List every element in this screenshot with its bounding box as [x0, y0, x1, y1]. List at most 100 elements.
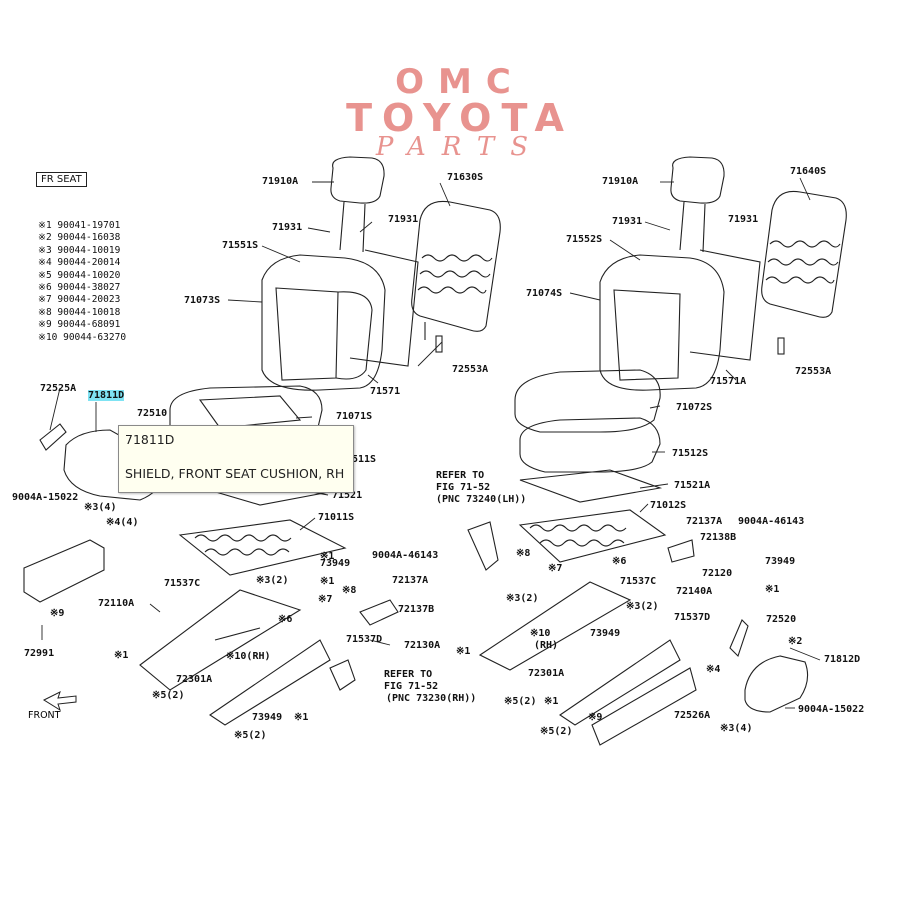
part-label-71931[interactable]: 71931: [728, 214, 759, 225]
part-label-72526a[interactable]: 72526A: [674, 710, 711, 721]
code-row: ※2 90044-16038: [38, 232, 121, 244]
part-label-71521[interactable]: 71521: [332, 490, 363, 501]
fastener-label: ※9: [588, 712, 603, 723]
part-label-71074s[interactable]: 71074S: [526, 288, 563, 299]
fastener-label: ※6: [612, 556, 627, 567]
part-tooltip: 71811D SHIELD, FRONT SEAT CUSHION, RH: [118, 425, 354, 493]
part-label-73949[interactable]: 73949: [320, 558, 351, 569]
part-label-71551s[interactable]: 71551S: [222, 240, 259, 251]
part-label-71512s[interactable]: 71512S: [672, 448, 709, 459]
part-label-72520[interactable]: 72520: [766, 614, 797, 625]
part-label-72137a[interactable]: 72137A: [686, 516, 723, 527]
part-label-71630s[interactable]: 71630S: [447, 172, 484, 183]
fastener-label: ※5(2): [234, 730, 267, 741]
fastener-label: ※1: [294, 712, 309, 723]
fastener-label: ※7: [548, 563, 563, 574]
fastener-label: ※1: [765, 584, 780, 595]
part-label-71011s[interactable]: 71011S: [318, 512, 355, 523]
part-label-72991[interactable]: 72991: [24, 648, 55, 659]
fastener-label: ※3(2): [256, 575, 289, 586]
part-label-71537c[interactable]: 71537C: [620, 576, 657, 587]
part-label-9004a-15022[interactable]: 9004A-15022: [12, 492, 79, 503]
part-label-72137a[interactable]: 72137A: [392, 575, 429, 586]
refer-note-link[interactable]: FIG 71-52: [436, 482, 491, 493]
part-label-71812d[interactable]: 71812D: [824, 654, 861, 665]
brand-logo-toyota: TOYOTA: [346, 96, 574, 140]
fastener-label: ※5(2): [540, 726, 573, 737]
part-label-71931[interactable]: 71931: [612, 216, 643, 227]
part-label-71537c[interactable]: 71537C: [164, 578, 201, 589]
part-label-71012s[interactable]: 71012S: [650, 500, 687, 511]
fastener-code-list: ※1 90041-19701 ※2 90044-16038 ※3 90044-1…: [38, 220, 126, 344]
fastener-label: ※3(2): [626, 601, 659, 612]
refer-note-line: (PNC 73240(LH)): [436, 494, 527, 505]
refer-note-line: (PNC 73230(RH)): [386, 693, 477, 704]
part-label-71571a[interactable]: 71571A: [710, 376, 747, 387]
fastener-label: ※5(2): [504, 696, 537, 707]
part-label-73949[interactable]: 73949: [252, 712, 283, 723]
code-row: ※6 90044-38027: [38, 282, 121, 294]
part-label-71521a[interactable]: 71521A: [674, 480, 711, 491]
fastener-label: ※3(4): [720, 723, 753, 734]
part-label-71910a[interactable]: 71910A: [602, 176, 639, 187]
refer-note-line: REFER TO: [436, 470, 485, 481]
fastener-label: ※1: [320, 551, 335, 562]
part-label-72130a[interactable]: 72130A: [404, 640, 441, 651]
fastener-label: ※3(2): [506, 593, 539, 604]
fastener-label: ※1: [114, 650, 129, 661]
part-label-73949[interactable]: 73949: [765, 556, 796, 567]
part-label-71552s[interactable]: 71552S: [566, 234, 603, 245]
part-label-72137b[interactable]: 72137B: [398, 604, 435, 615]
part-label-71511s[interactable]: 511S: [352, 454, 377, 465]
part-label-9004a-15022[interactable]: 9004A-15022: [798, 704, 865, 715]
fastener-label: ※10: [530, 628, 551, 639]
part-label-71537d[interactable]: 71537D: [674, 612, 711, 623]
part-label-71640s[interactable]: 71640S: [790, 166, 827, 177]
front-direction-label: FRONT: [28, 710, 61, 721]
fastener-label: ※4(4): [106, 517, 139, 528]
fastener-label: (RH): [534, 640, 559, 651]
part-label-72510[interactable]: 72510: [137, 408, 168, 419]
fastener-label: ※5(2): [152, 690, 185, 701]
tooltip-part-number: 71811D: [125, 432, 175, 447]
fastener-label: ※10(RH): [226, 651, 271, 662]
part-label-72140a[interactable]: 72140A: [676, 586, 713, 597]
part-label-72120[interactable]: 72120: [702, 568, 733, 579]
code-row: ※9 90044-68091: [38, 319, 121, 331]
refer-note-link[interactable]: FIG 71-52: [384, 681, 439, 692]
part-label-72553a[interactable]: 72553A: [795, 366, 832, 377]
fastener-label: ※1: [320, 576, 335, 587]
fastener-label: ※1: [544, 696, 559, 707]
part-label-72553a[interactable]: 72553A: [452, 364, 489, 375]
part-label-72525a[interactable]: 72525A: [40, 383, 77, 394]
part-label-71571[interactable]: 71571: [370, 386, 401, 397]
part-label-72110a[interactable]: 72110A: [98, 598, 135, 609]
fastener-label: ※7: [318, 594, 333, 605]
part-label-73949[interactable]: 73949: [590, 628, 621, 639]
brand-logo-omc: OMC: [395, 62, 525, 102]
part-label-9004a-46143[interactable]: 9004A-46143: [738, 516, 805, 527]
fastener-label: ※6: [278, 614, 293, 625]
fastener-label: ※3(4): [84, 502, 117, 513]
part-label-71073s[interactable]: 71073S: [184, 295, 221, 306]
part-label-71811d-highlighted[interactable]: 71811D: [88, 390, 125, 401]
part-label-71537d[interactable]: 71537D: [346, 634, 383, 645]
brand-logo-parts: PARTS: [375, 132, 545, 162]
code-row: ※1 90041-19701: [38, 220, 121, 231]
code-row: ※3 90044-10019: [38, 244, 121, 256]
part-label-72301a[interactable]: 72301A: [528, 668, 565, 679]
part-label-71931[interactable]: 71931: [388, 214, 419, 225]
fastener-label: ※4: [706, 664, 721, 675]
part-label-71931[interactable]: 71931: [272, 222, 303, 233]
part-label-72301a[interactable]: 72301A: [176, 674, 213, 685]
part-label-72138b[interactable]: 72138B: [700, 532, 737, 543]
part-label-71910a[interactable]: 71910A: [262, 176, 299, 187]
part-label-9004a-46143[interactable]: 9004A-46143: [372, 550, 439, 561]
part-label-71072s[interactable]: 71072S: [676, 402, 713, 413]
front-seat-tag: FR SEAT: [36, 172, 87, 187]
fastener-label: ※8: [516, 548, 531, 559]
part-label-71071s[interactable]: 71071S: [336, 411, 373, 422]
brand-logo: OMC TOYOTA PARTS: [280, 62, 640, 162]
fastener-label: ※9: [50, 608, 65, 619]
